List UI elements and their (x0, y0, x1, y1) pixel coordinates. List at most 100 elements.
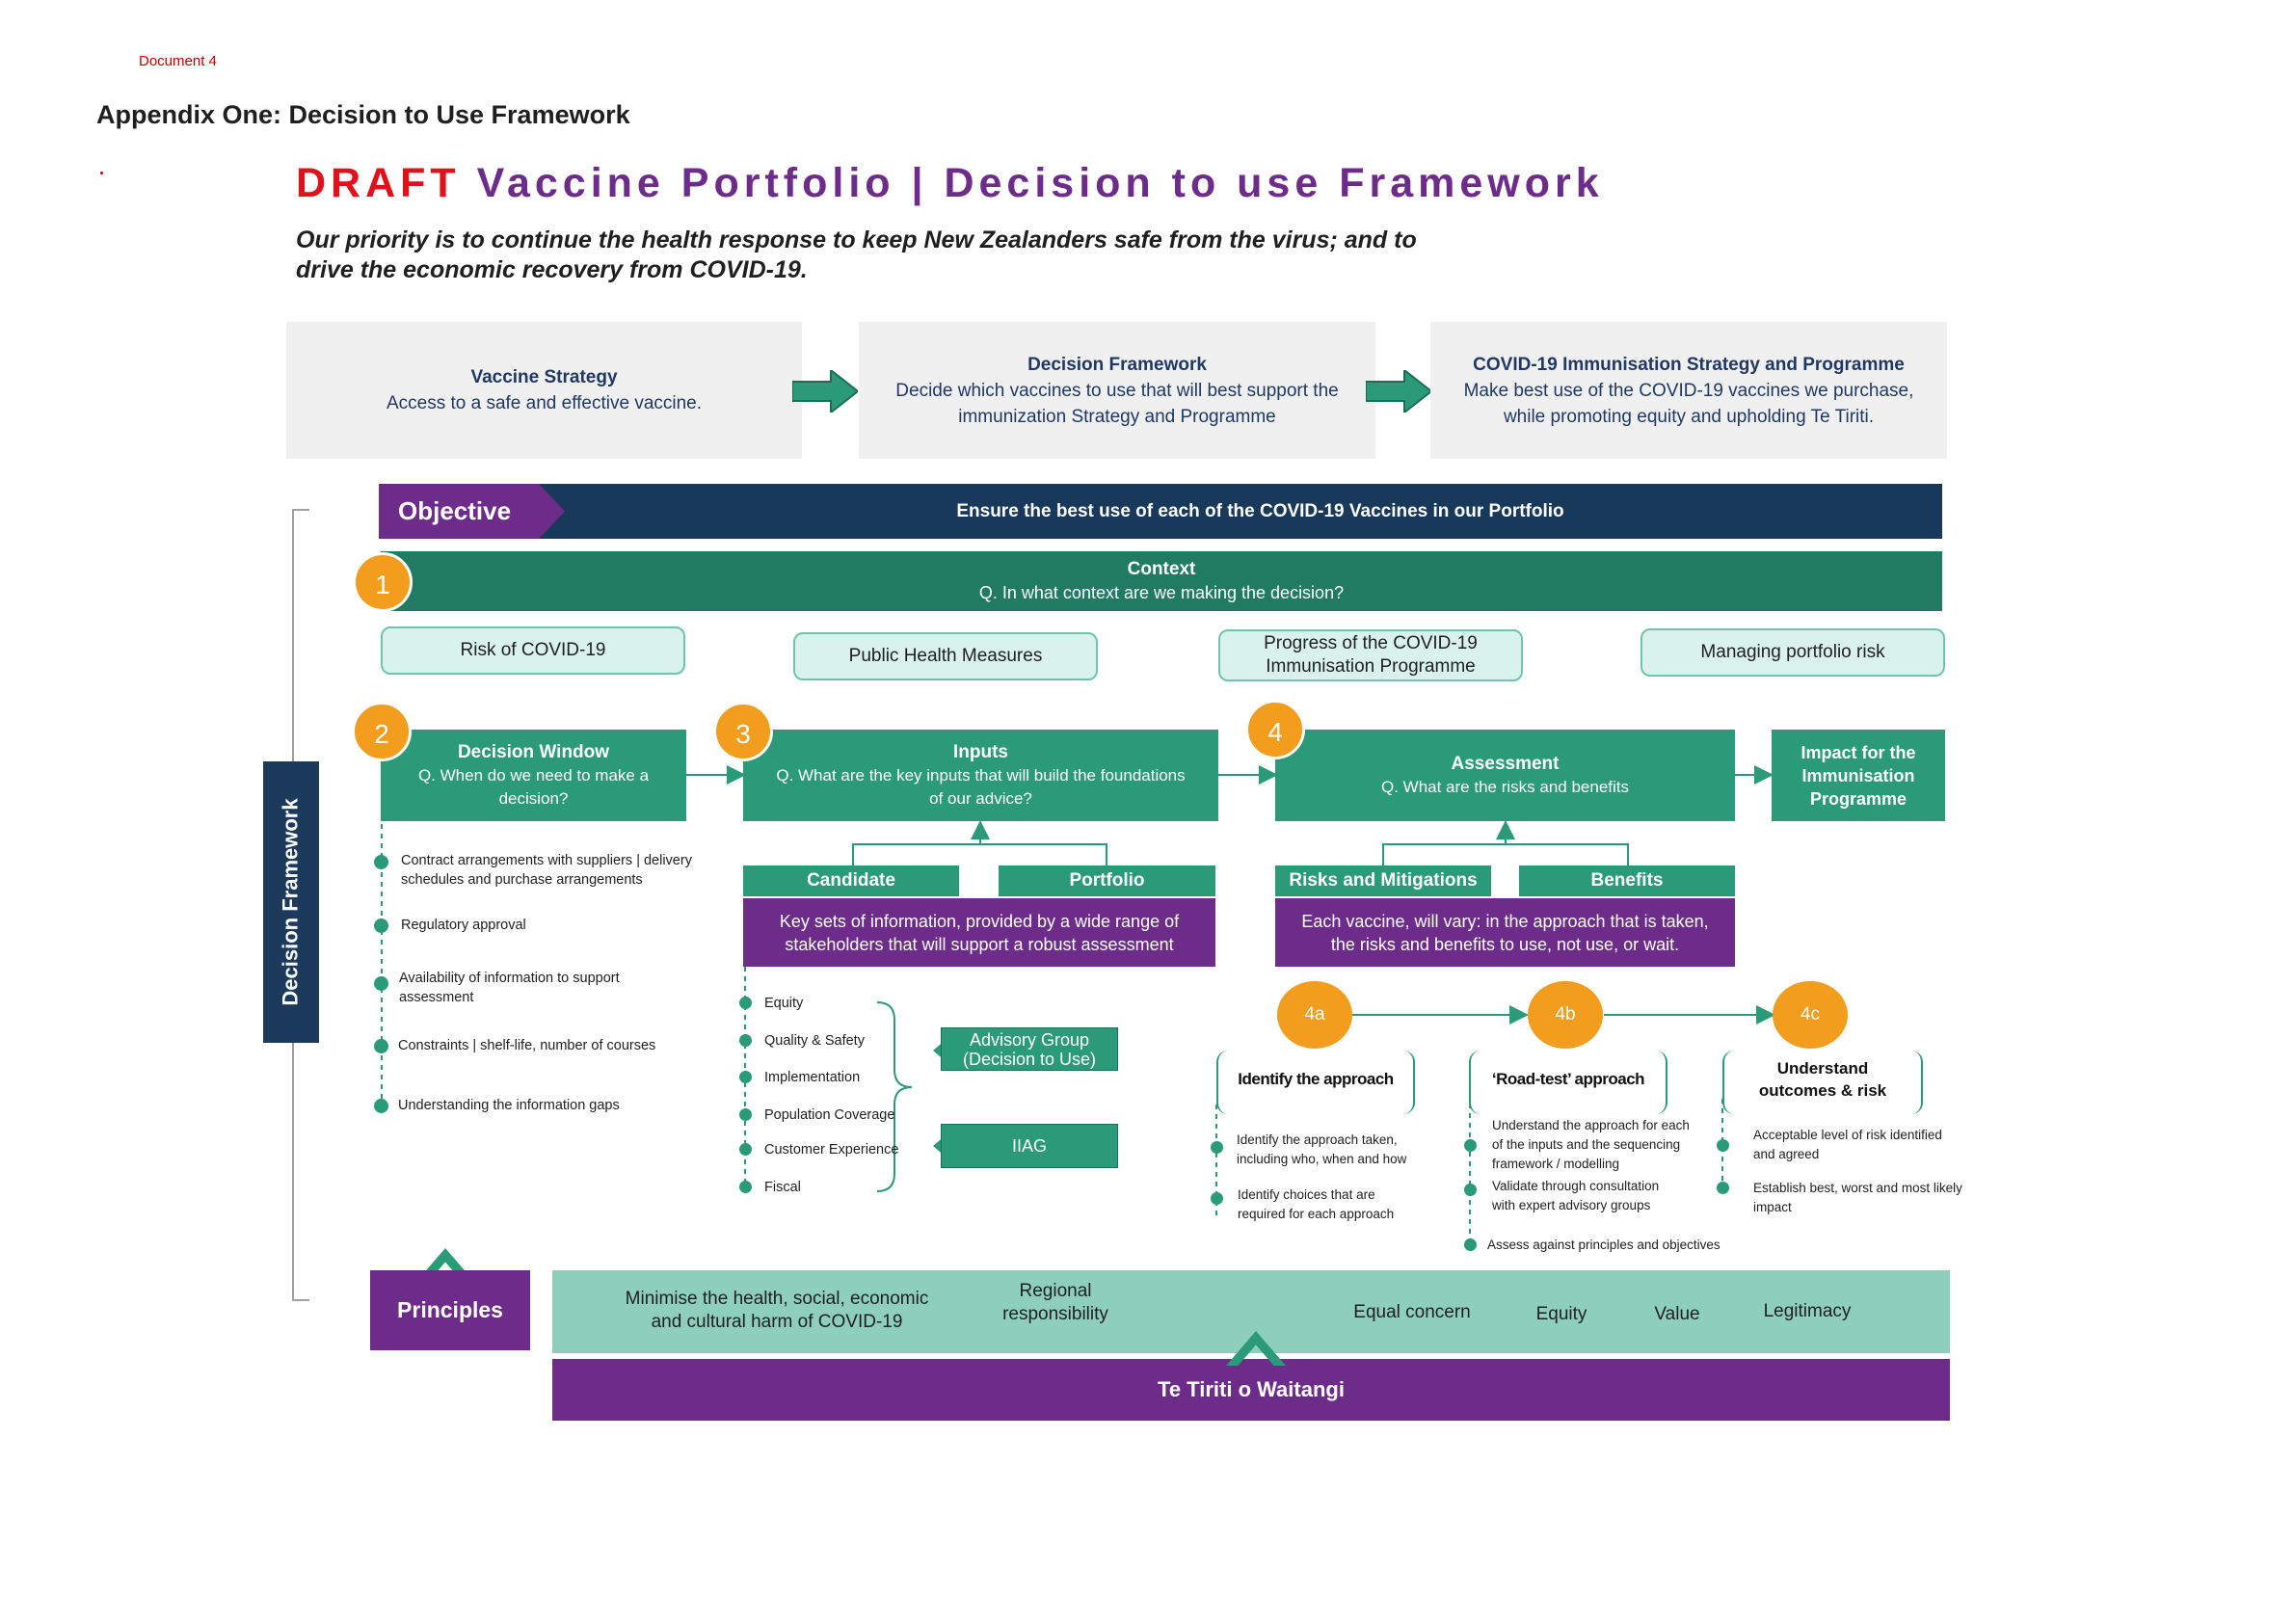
principle-item: Minimise the health, social, economic an… (598, 1288, 956, 1334)
advisory-line: Advisory Group (969, 1029, 1090, 1050)
impact-box: Impact for the Immunisation Programme (1772, 730, 1945, 821)
assessment-description: Each vaccine, will vary: in the approach… (1275, 898, 1735, 967)
bullet-text: and agreed (1753, 1147, 1820, 1161)
inputs-question: Q. What are the key inputs that will bui… (776, 765, 1186, 785)
assessment-title: Assessment (1451, 753, 1560, 774)
bullet-text: impact (1753, 1200, 1792, 1214)
flow-text: while promoting equity and upholding Te … (1503, 406, 1875, 427)
step-4a-title: Identify the approach (1238, 1070, 1394, 1088)
principle-item: Value (1654, 1304, 1700, 1324)
flow-text: Decide which vaccines to use that will b… (895, 380, 1339, 401)
bullet-text: Validate through consultation (1492, 1179, 1660, 1193)
step-badge-4a: 4a (1277, 981, 1352, 1049)
step-4c-bullet: Establish best, worst and most likely im… (1753, 1179, 1962, 1217)
description-line: stakeholders that will support a robust … (785, 934, 1174, 954)
flow-title: Vaccine Strategy (470, 367, 618, 387)
side-label-bar (263, 761, 319, 1043)
bullet-text: Contract arrangements with suppliers | d… (401, 853, 692, 868)
bullet-text: of the inputs and the sequencing (1492, 1137, 1681, 1152)
bullet-dot (374, 918, 388, 933)
bullet-dot (1464, 1184, 1477, 1196)
description-line: Each vaccine, will vary: in the approach… (1301, 911, 1709, 931)
flow-text: Make best use of the COVID-19 vaccines w… (1463, 380, 1914, 401)
bullet-dot (374, 1099, 388, 1113)
right-arrow-icon (792, 370, 858, 413)
objective-label: Objective (398, 496, 512, 525)
principle-line: Minimise the health, social, economic (625, 1289, 929, 1309)
title-line: Understand (1776, 1059, 1869, 1078)
subtitle: Our priority is to continue the health r… (296, 226, 1549, 285)
bullet-dot (374, 976, 388, 991)
bullet-dot (1464, 1238, 1477, 1251)
assessment-box: Assessment Q. What are the risks and ben… (1275, 730, 1735, 821)
step-4b-bullet: Validate through consultation with exper… (1492, 1177, 1659, 1215)
principle-line: and cultural harm of COVID-19 (651, 1312, 903, 1332)
assessment-question: Q. What are the risks and benefits (1380, 777, 1629, 796)
step-4a-bullet: Identify choices that are required for e… (1238, 1185, 1394, 1224)
bullet-text: Availability of information to support (399, 971, 620, 986)
decision-window-box: Decision Window Q. When do we need to ma… (381, 730, 686, 821)
objective-tab (379, 484, 565, 539)
decision-window-bullet: Understanding the information gaps (398, 1098, 620, 1113)
context-item: Risk of COVID-19 (381, 626, 685, 675)
step-number-badge: 4 (1245, 700, 1305, 759)
right-arrow-icon (1366, 370, 1431, 413)
bullet-text: Acceptable level of risk identified (1753, 1128, 1942, 1142)
bullet-dot (374, 1039, 388, 1053)
decision-window-bullet: Contract arrangements with suppliers | d… (401, 851, 692, 890)
candidate-tab: Candidate (743, 865, 959, 896)
flow-title: COVID-19 Immunisation Strategy and Progr… (1473, 354, 1905, 375)
input-bullet: Quality & Safety (764, 1033, 865, 1049)
decision-window-bullet: Availability of information to support a… (399, 969, 620, 1007)
impact-line: Immunisation (1801, 765, 1915, 785)
principle-item: Equity (1535, 1304, 1587, 1324)
principle-item: Equal concern (1353, 1302, 1471, 1322)
step-4b-bullet: Assess against principles and objectives (1487, 1238, 1720, 1252)
objective-text: Ensure the best use of each of the COVID… (956, 501, 1564, 521)
decision-window-question: decision? (498, 788, 569, 808)
title-text: Vaccine Portfolio | Decision to use Fram… (476, 160, 1604, 206)
step-4a-frame (1216, 1051, 1415, 1114)
bullet-dot (1464, 1139, 1477, 1152)
bullet-dot (1211, 1141, 1223, 1154)
input-bullet: Fiscal (764, 1180, 801, 1195)
input-bullet: Implementation (764, 1070, 861, 1085)
inputs-title: Inputs (953, 741, 1008, 762)
context-item: Managing portfolio risk (1640, 628, 1945, 677)
context-item: Progress of the COVID-19 Immunisation Pr… (1218, 629, 1523, 681)
bullet-dot (739, 1108, 752, 1121)
bullet-dot (1717, 1182, 1729, 1194)
principles-label: Principles (370, 1270, 530, 1350)
flow-box-vaccine-strategy: Vaccine Strategy Access to a safe and ef… (286, 322, 802, 459)
description-line: Key sets of information, provided by a w… (779, 911, 1180, 931)
bullet-text: Identify choices that are (1238, 1187, 1375, 1202)
subtitle-line: Our priority is to continue the health r… (296, 226, 1417, 253)
principle-item: Legitimacy (1763, 1301, 1852, 1321)
context-question: Q. In what context are we making the dec… (978, 583, 1345, 602)
context-bar: Context Q. In what context are we making… (381, 551, 1942, 611)
flow-box-decision-framework: Decision Framework Decide which vaccines… (859, 322, 1375, 459)
step-number-badge: 2 (352, 702, 412, 761)
step-number-badge: 3 (713, 702, 773, 761)
flow-text: Access to a safe and effective vaccine. (386, 393, 703, 413)
decision-window-bullet: Regulatory approval (401, 918, 526, 933)
decision-window-title: Decision Window (457, 741, 610, 762)
risks-mitigations-tab: Risks and Mitigations (1275, 865, 1491, 896)
context-title: Context (1127, 559, 1196, 579)
impact-line: Impact for the (1801, 742, 1916, 762)
bullet-dot (739, 1143, 752, 1156)
bullet-text: including who, when and how (1237, 1152, 1407, 1166)
inputs-question: of our advice? (929, 788, 1032, 808)
appendix-title: Appendix One: Decision to Use Framework (96, 100, 630, 129)
page-title: DRAFT Vaccine Portfolio | Decision to us… (296, 160, 1604, 207)
bullet-text: required for each approach (1238, 1207, 1395, 1221)
step-4a-bullet: Identify the approach taken, including w… (1237, 1131, 1406, 1169)
principle-line: Regional (1019, 1281, 1092, 1301)
bullet-dot (739, 1181, 752, 1193)
impact-line: Programme (1809, 788, 1907, 809)
step-badge-4b: 4b (1528, 981, 1603, 1049)
advisory-group-box: Advisory Group (Decision to Use) (941, 1027, 1118, 1071)
flow-text: immunization Strategy and Programme (958, 406, 1276, 427)
bullet-dot (739, 1034, 752, 1047)
subtitle-line: drive the economic recovery from COVID-1… (296, 256, 808, 283)
